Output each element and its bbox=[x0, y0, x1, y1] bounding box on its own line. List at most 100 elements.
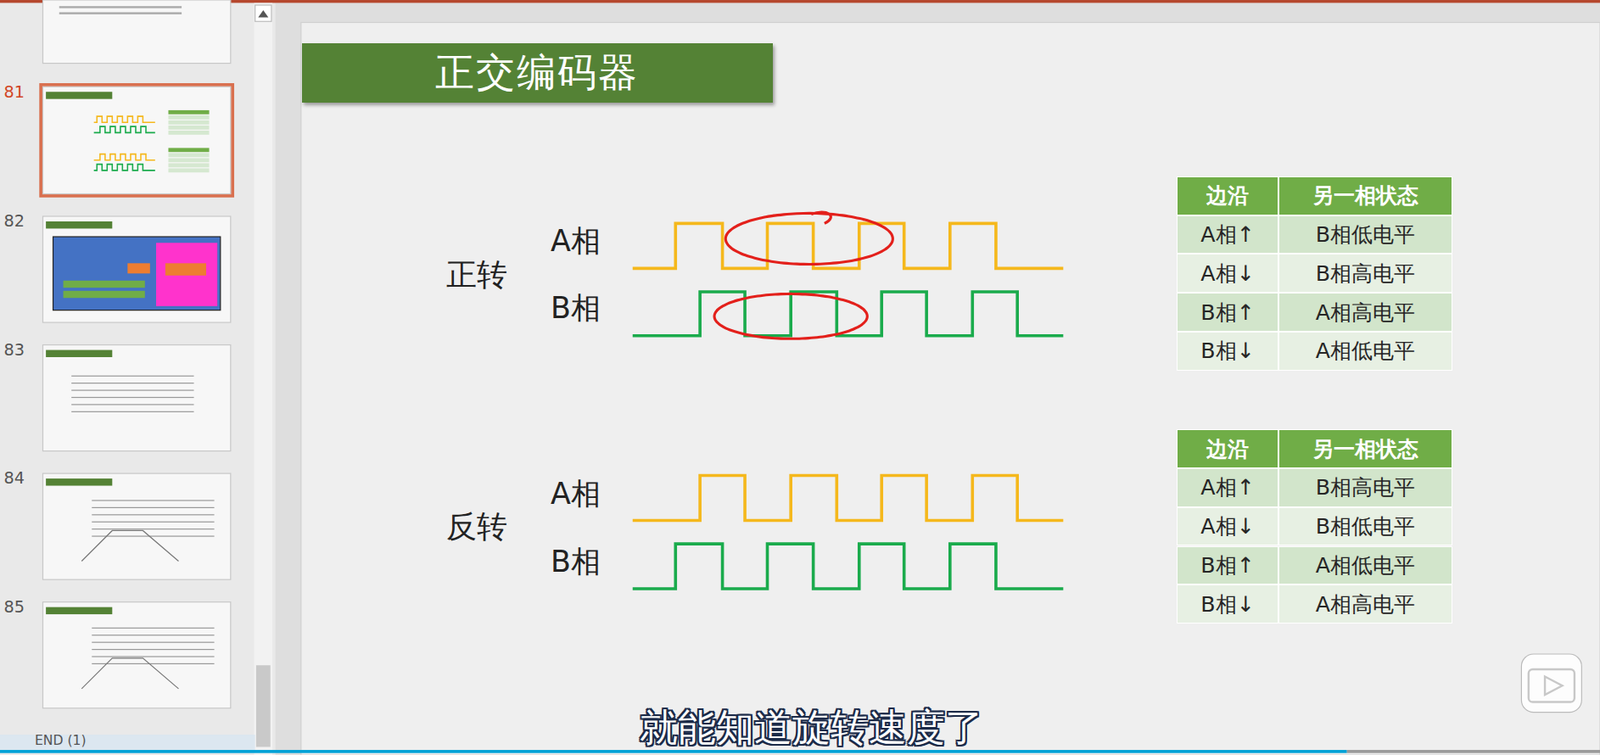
signal-label: B相 bbox=[550, 544, 601, 577]
table-text: B相低电平 bbox=[1315, 512, 1416, 541]
mini-waveform bbox=[94, 154, 156, 161]
scrollbar-button bbox=[255, 5, 272, 22]
table-text: B相↓ bbox=[1200, 590, 1254, 619]
table-header-cell: 边沿 bbox=[1176, 176, 1279, 216]
signal-label: 正转 bbox=[446, 258, 508, 293]
progress-bar bbox=[0, 749, 1348, 754]
thumbnail-table-line bbox=[71, 382, 194, 384]
scroll-arrow bbox=[257, 10, 269, 17]
table-text: 另一相状态 bbox=[1312, 181, 1419, 210]
table-cell: A相高电平 bbox=[1278, 584, 1452, 624]
slide-background bbox=[301, 22, 1600, 755]
slide-title: 正交编码器 bbox=[435, 46, 639, 100]
table-text: A相↓ bbox=[1200, 512, 1254, 541]
slide-thumbnail bbox=[43, 216, 231, 323]
mini-table-row bbox=[167, 120, 209, 125]
thumbnail-table-line bbox=[71, 411, 194, 413]
title-bar-strip bbox=[0, 0, 1600, 4]
slide-number: 83 bbox=[4, 341, 25, 359]
thumbnail-table-line bbox=[91, 514, 214, 515]
table-cell: A相↓ bbox=[1176, 253, 1279, 293]
table-text: B相低电平 bbox=[1315, 220, 1416, 249]
mini-block bbox=[63, 290, 146, 298]
thumbnail-table-line bbox=[91, 663, 214, 665]
thumbnail-table-line bbox=[71, 403, 194, 405]
thumbnail-table-line bbox=[91, 528, 214, 530]
thumbnail-table-line bbox=[91, 627, 214, 629]
table-text: 边沿 bbox=[1206, 435, 1249, 464]
thumbnail-table-line bbox=[71, 397, 194, 398]
thumbnail-title-bar bbox=[45, 221, 112, 229]
thumbnail-table-line bbox=[71, 389, 194, 391]
mini-table-row bbox=[167, 157, 209, 163]
thumbnail-table-line bbox=[91, 499, 214, 501]
video-logo bbox=[1521, 654, 1582, 713]
phase-waveform bbox=[632, 543, 1064, 589]
table-cell: A相↑ bbox=[1176, 468, 1279, 508]
table-text: A相低电平 bbox=[1315, 551, 1416, 580]
annotation-circle bbox=[714, 293, 868, 339]
table-header-cell: 另一相状态 bbox=[1278, 176, 1452, 216]
thumbnail-chart-line bbox=[81, 658, 179, 689]
table-text: B相↑ bbox=[1200, 551, 1254, 580]
thumbnail-table-line bbox=[71, 375, 194, 377]
table-text: B相↑ bbox=[1200, 298, 1254, 327]
scrollbar-track bbox=[253, 3, 273, 755]
slide-number: 82 bbox=[4, 212, 25, 230]
mini-table-row bbox=[167, 152, 209, 157]
thumbnail-title-bar bbox=[45, 478, 112, 486]
table-text: A相↓ bbox=[1200, 259, 1254, 288]
table-cell: A相↓ bbox=[1176, 507, 1279, 547]
table-header-cell: 另一相状态 bbox=[1278, 429, 1452, 469]
signal-label: A相 bbox=[550, 477, 601, 510]
table-cell: B相高电平 bbox=[1278, 468, 1452, 508]
table-cell: B相↑ bbox=[1176, 546, 1279, 586]
thumbnail-text-line bbox=[59, 5, 182, 8]
mini-table-row bbox=[167, 162, 209, 168]
table-cell: B相↓ bbox=[1176, 584, 1279, 624]
slide-thumbnail bbox=[43, 473, 231, 580]
table-cell: B相低电平 bbox=[1278, 507, 1452, 547]
progress-track bbox=[1347, 749, 1600, 754]
mini-table-header bbox=[167, 110, 209, 115]
editor-area bbox=[275, 3, 1600, 755]
table-text: B相↓ bbox=[1200, 336, 1254, 365]
table-cell: B相高电平 bbox=[1278, 253, 1452, 293]
mini-table-row bbox=[167, 115, 209, 120]
thumbnail-title-bar bbox=[45, 350, 112, 358]
slide-thumbnail bbox=[43, 86, 231, 194]
section-label: END (1) bbox=[34, 733, 87, 749]
mini-table-row bbox=[167, 130, 209, 135]
play-icon bbox=[1528, 669, 1575, 702]
slide-number: 81 bbox=[4, 83, 25, 102]
slide-thumbnail bbox=[43, 345, 231, 452]
title-banner: 正交编码器 bbox=[302, 43, 773, 104]
thumbnail-text-line bbox=[59, 11, 182, 14]
thumbnail-chart-line bbox=[81, 530, 179, 561]
slide-thumbnail bbox=[43, 0, 231, 64]
video-subtitle: 就能知道旋转速度了 bbox=[639, 706, 984, 749]
table-text: B相高电平 bbox=[1315, 259, 1416, 288]
table-cell: B相↓ bbox=[1176, 331, 1279, 371]
mini-block-diagram bbox=[53, 236, 221, 311]
table-text: A相↑ bbox=[1200, 220, 1254, 249]
phase-waveform bbox=[632, 475, 1064, 521]
table-cell: B相低电平 bbox=[1278, 215, 1452, 255]
table-cell: A相高电平 bbox=[1278, 292, 1452, 332]
mini-table-header bbox=[167, 147, 209, 152]
table-text: A相高电平 bbox=[1315, 298, 1416, 327]
table-text: A相高电平 bbox=[1315, 590, 1416, 619]
mini-block bbox=[156, 242, 218, 307]
selected-thumbnail-border bbox=[40, 84, 233, 196]
mini-block bbox=[63, 280, 146, 288]
mini-table-row bbox=[167, 167, 209, 173]
table-cell: B相↑ bbox=[1176, 292, 1279, 332]
mini-table-row bbox=[167, 125, 209, 130]
phase-waveform bbox=[632, 291, 1064, 336]
table-text: A相↑ bbox=[1200, 473, 1254, 502]
table-text: A相低电平 bbox=[1315, 336, 1416, 365]
thumbnail-table-line bbox=[91, 634, 214, 636]
mini-block bbox=[165, 262, 207, 275]
table-cell: A相低电平 bbox=[1278, 331, 1452, 371]
mini-waveform bbox=[94, 164, 156, 171]
